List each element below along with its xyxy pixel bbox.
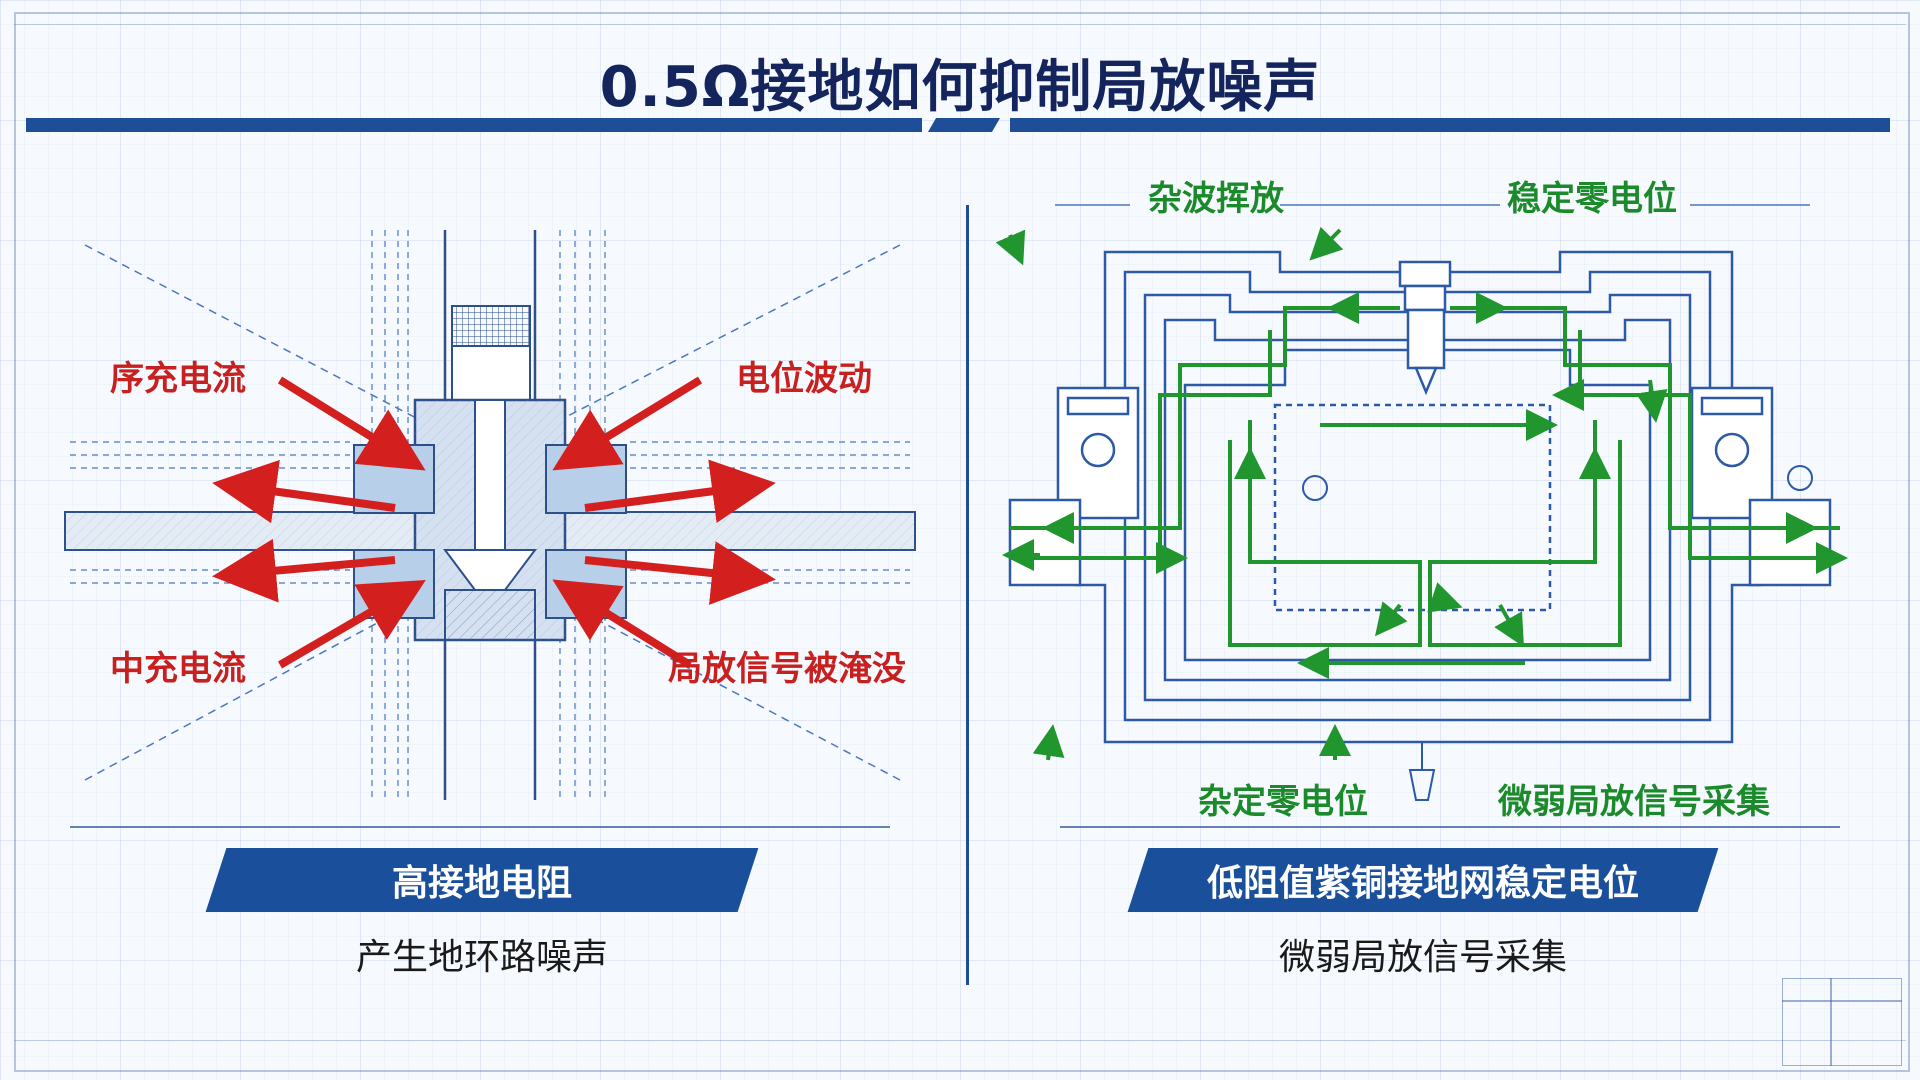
label-fixed-zero-potential: 杂定零电位 [1198, 782, 1368, 822]
label-pd-signal-drowned: 局放信号被淹没 [668, 649, 906, 689]
high-resistance-banner-text: 高接地电阻 [391, 863, 572, 904]
copper-grounding-grid-diagram: 杂波挥放 稳定零电位 杂定零电位 微弱局放信号采集 [995, 179, 1848, 822]
top-ruler [14, 12, 1906, 25]
high-resistance-banner: 高接地电阻 [205, 848, 759, 912]
red-arrows [212, 376, 776, 669]
top-transformer [1398, 260, 1452, 396]
label-middle-charging-current: 中充电流 [110, 649, 246, 689]
blueprint-frame [14, 12, 1910, 1072]
high-resistance-diagram: 序充电流 电位波动 中充电流 局放信号被淹没 [64, 230, 916, 800]
green-arrows [995, 226, 1848, 761]
right-baseline [1060, 826, 1840, 828]
green-current-paths [1010, 306, 1840, 665]
right-caption: 微弱局放信号采集 [1278, 937, 1567, 978]
label-potential-fluctuation: 电位波动 [736, 359, 872, 399]
low-resistance-banner-text: 低阻值紫铜接地网稳定电位 [1206, 863, 1639, 904]
location-markers [1302, 465, 1813, 501]
diagonal-guides [84, 244, 901, 781]
title-underline-left [26, 118, 922, 132]
drawing-title-block [1782, 978, 1902, 1066]
bottom-ruler [14, 1040, 1906, 1069]
title-block-column [1830, 978, 1832, 1066]
low-resistance-banner: 低阻值紫铜接地网稳定电位 [1127, 848, 1719, 912]
page-title: 0.5Ω接地如何抑制局放噪声 [599, 55, 1321, 120]
vertical-dashed-lines [371, 230, 606, 800]
title-underline-right [1010, 118, 1890, 132]
label-clutter-dissipation: 杂波挥放 [1148, 179, 1284, 219]
center-divider [966, 205, 969, 985]
label-series-charging-current: 序充电流 [110, 359, 246, 399]
label-weak-pd-acquisition: 微弱局放信号采集 [1497, 782, 1770, 822]
label-stable-zero-potential: 稳定零电位 [1507, 179, 1677, 219]
title-block-rule [1782, 1000, 1902, 1002]
left-caption: 产生地环路噪声 [355, 937, 608, 978]
bottom-sensor [1408, 742, 1436, 801]
left-baseline [70, 826, 890, 828]
